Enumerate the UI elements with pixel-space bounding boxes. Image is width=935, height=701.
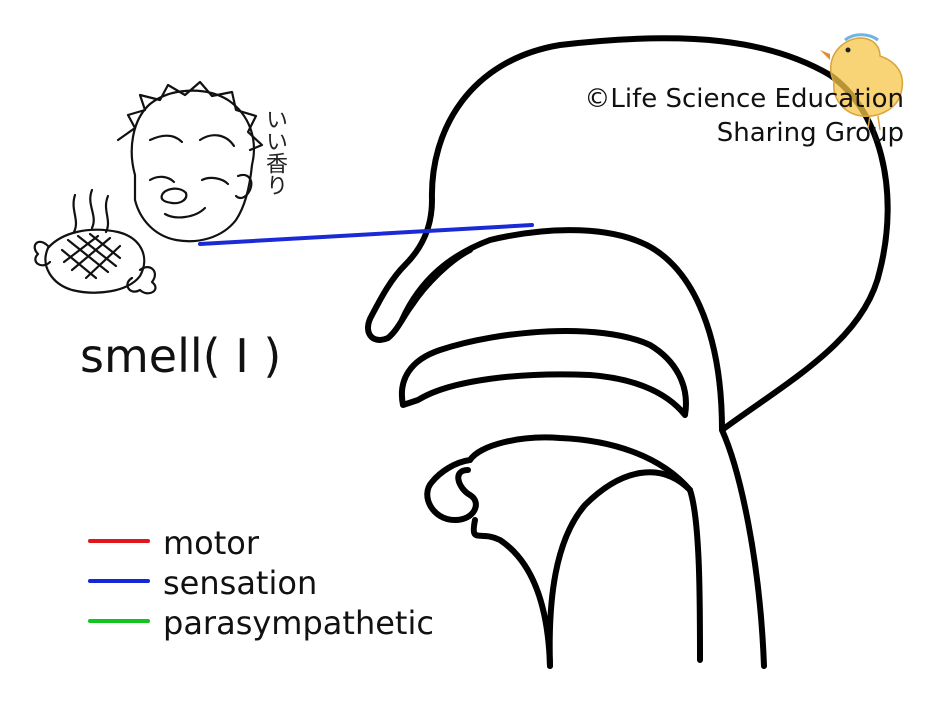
legend-swatch-sensation <box>88 579 150 583</box>
copyright-notice: ©Life Science Education Sharing Group <box>584 82 904 150</box>
copyright-line-2: Sharing Group <box>716 118 904 148</box>
legend-label-sensation: sensation <box>163 564 318 602</box>
copyright-line-1: ©Life Science Education <box>584 84 904 114</box>
legend-swatch-motor <box>88 539 150 543</box>
olfactory-nerve-line <box>198 223 534 246</box>
boy-face-illustration <box>116 80 264 243</box>
diagram-title: smell( I ) <box>80 329 282 383</box>
legend-swatch-parasympathetic <box>88 619 150 623</box>
head-outline <box>365 35 891 669</box>
roasted-meat-illustration <box>33 188 157 295</box>
legend-label-motor: motor <box>163 524 260 562</box>
japanese-caption: いい香り <box>262 108 287 196</box>
legend-label-parasympathetic: parasympathetic <box>163 604 434 642</box>
chick-mascot-illustration <box>820 33 904 131</box>
